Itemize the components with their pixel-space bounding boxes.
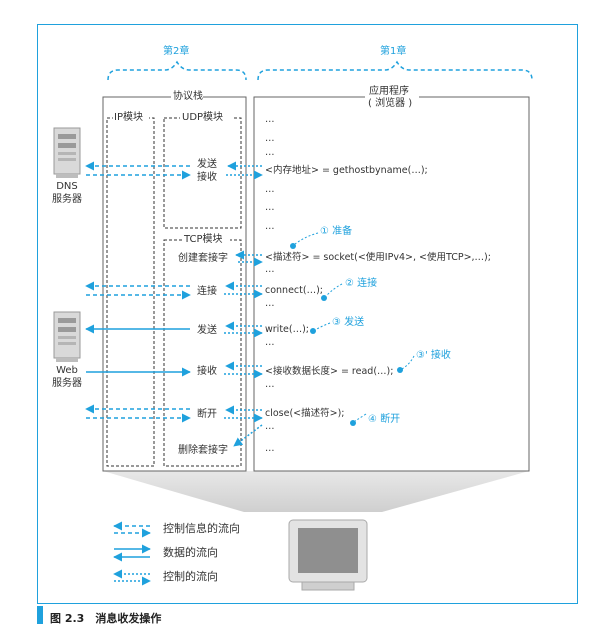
dns-server-icon (53, 127, 81, 178)
step-callouts (294, 232, 415, 422)
brace-chapter2 (107, 60, 247, 81)
op-send-label: 发送 (197, 159, 217, 170)
code-ellipsis-6: … (265, 221, 275, 232)
web-server-icon (53, 311, 81, 362)
brace-chapter1 (257, 60, 533, 81)
application-box (253, 96, 530, 472)
dns-server-label-1: DNS (56, 181, 78, 192)
op-close-label: 断开 (197, 409, 217, 420)
legend-control-label: 控制的流向 (163, 570, 218, 583)
code-ellipsis-11: … (265, 421, 275, 432)
code-socket: <描述符> = socket(<使用IPv4>, <使用TCP>,…); (265, 252, 491, 263)
figure-frame (37, 24, 578, 604)
code-ellipsis-10: … (265, 379, 275, 390)
chapter1-label: 第1章 (380, 46, 407, 57)
step3p-label: ③' 接收 (416, 350, 451, 361)
application-subtitle: ( 浏览器 ) (368, 98, 413, 109)
udp-module-label: UDP模块 (182, 112, 224, 123)
web-server-label-1: Web (56, 365, 78, 376)
code-ellipsis-5: … (265, 202, 275, 213)
code-ellipsis-8: … (265, 298, 275, 309)
op-delete-socket-label: 删除套接字 (178, 445, 228, 456)
udp-module-box (163, 117, 242, 229)
code-read: <接收数据长度> = read(…); (265, 366, 394, 377)
code-ellipsis-7: … (265, 264, 275, 275)
code-gethostbyname: <内存地址> = gethostbyname(…); (265, 165, 428, 176)
web-server-label-2: 服务器 (52, 378, 82, 389)
op-send2-label: 发送 (197, 325, 217, 336)
code-ellipsis-1: … (265, 114, 275, 125)
code-ellipsis-12: … (265, 443, 275, 454)
protocol-stack-title: 协议栈 (173, 91, 203, 102)
code-ellipsis-2: … (265, 133, 275, 144)
op-connect-label: 连接 (197, 286, 217, 297)
code-ellipsis-4: … (265, 184, 275, 195)
chapter2-label: 第2章 (163, 46, 190, 57)
legend-data-label: 数据的流向 (163, 546, 218, 559)
op-create-socket-label: 创建套接字 (178, 253, 228, 264)
op-receive2-label: 接收 (197, 366, 217, 377)
code-write: write(…); (265, 324, 309, 335)
tcp-module-box (163, 239, 242, 467)
legend-control-info-label: 控制信息的流向 (163, 522, 240, 535)
step4-label: ④ 断开 (368, 414, 401, 425)
computer-monitor-icon (288, 519, 368, 591)
application-title: 应用程序 (369, 86, 409, 97)
op-receive-label: 接收 (197, 172, 217, 183)
protocol-stack-box (102, 96, 247, 472)
code-ellipsis-3: … (265, 147, 275, 158)
ip-module-box (106, 117, 155, 467)
code-ellipsis-9: … (265, 337, 275, 348)
computer-funnel (103, 471, 529, 512)
delete-socket-arrow (233, 424, 263, 447)
ip-module-label: IP模块 (114, 112, 143, 123)
figure-caption: 图 2.3 消息收发操作 (50, 612, 162, 625)
dns-server-label-2: 服务器 (52, 194, 82, 205)
step1-label: ① 准备 (320, 226, 353, 237)
step3-label: ③ 发送 (332, 317, 365, 328)
step2-label: ② 连接 (345, 278, 378, 289)
code-close: close(<描述符>); (265, 408, 345, 419)
tcp-module-label: TCP模块 (184, 234, 223, 245)
caption-bar (37, 606, 43, 624)
code-connect: connect(…); (265, 285, 323, 296)
